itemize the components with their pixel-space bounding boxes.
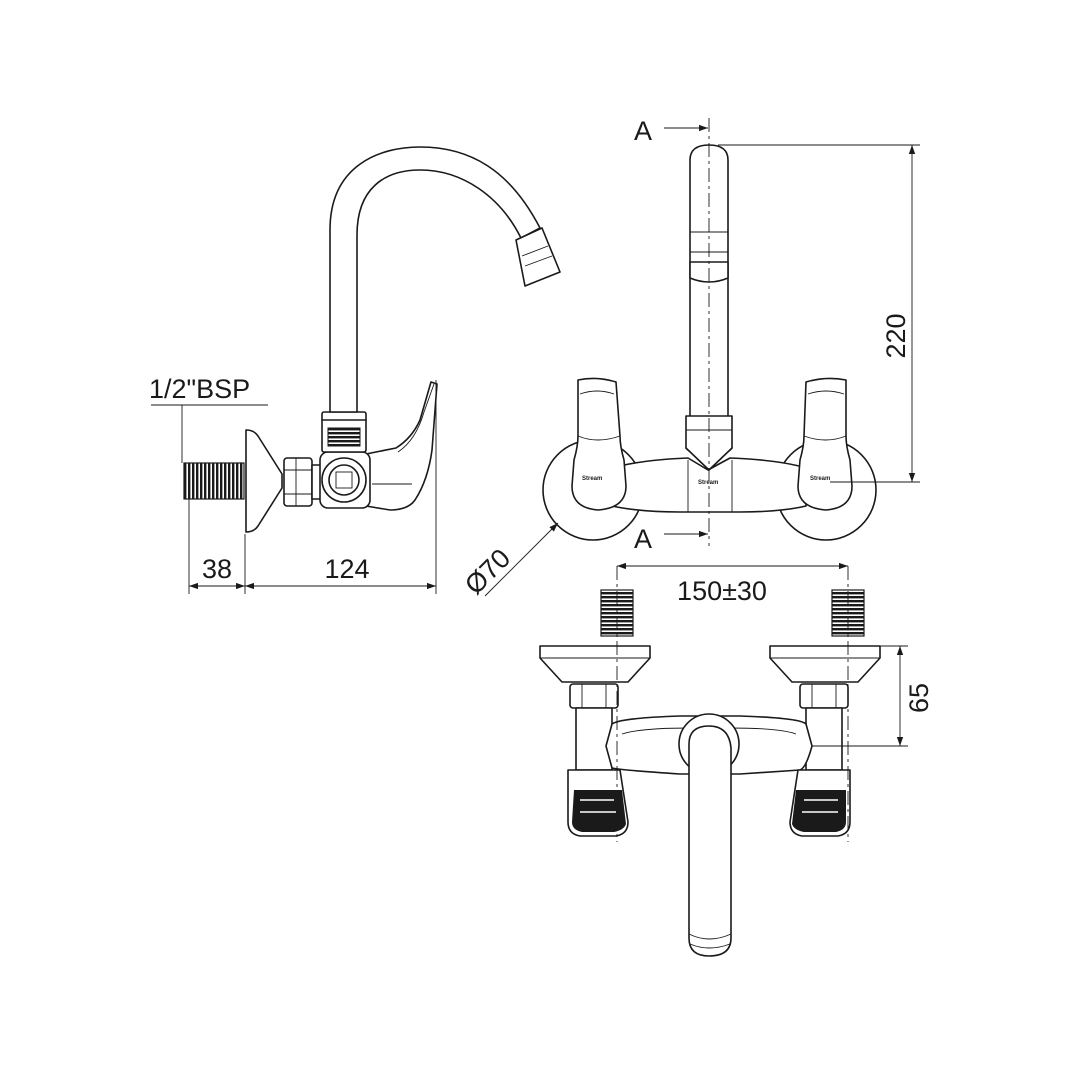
left-top-handle — [567, 769, 629, 837]
aerator — [515, 227, 561, 287]
top-spout — [688, 725, 732, 957]
handle-lever — [365, 381, 438, 511]
wall-flange — [245, 429, 283, 533]
svg-text:Stream: Stream — [698, 480, 718, 486]
dim-38: 38 — [202, 554, 232, 584]
dim-150: 150±30 — [677, 576, 767, 606]
left-handle — [571, 377, 627, 511]
section-a-top: A — [634, 116, 652, 146]
left-top-flange — [539, 645, 651, 683]
dim-220: 220 — [881, 313, 911, 358]
right-handle — [797, 377, 853, 511]
swivel-spout — [329, 146, 541, 413]
dim-124: 124 — [324, 554, 369, 584]
front-view: Stream Stream Stream A A 220 Ø70 — [459, 116, 920, 600]
right-top-flange — [769, 645, 881, 683]
svg-text:Stream: Stream — [582, 476, 602, 482]
swivel-ring — [327, 427, 361, 447]
top-view: 150±30 65 — [539, 562, 934, 957]
hex-nut — [283, 457, 313, 507]
bsp-label: 1/2"BSP — [149, 374, 250, 404]
side-view: 1/2"BSP 38 124 — [149, 146, 561, 594]
svg-text:Stream: Stream — [810, 476, 830, 482]
inlet-thread — [183, 462, 245, 500]
dim-diameter-70: Ø70 — [459, 543, 516, 600]
dim-65: 65 — [904, 683, 934, 713]
right-top-handle — [789, 769, 851, 837]
section-a-bottom: A — [634, 524, 652, 554]
